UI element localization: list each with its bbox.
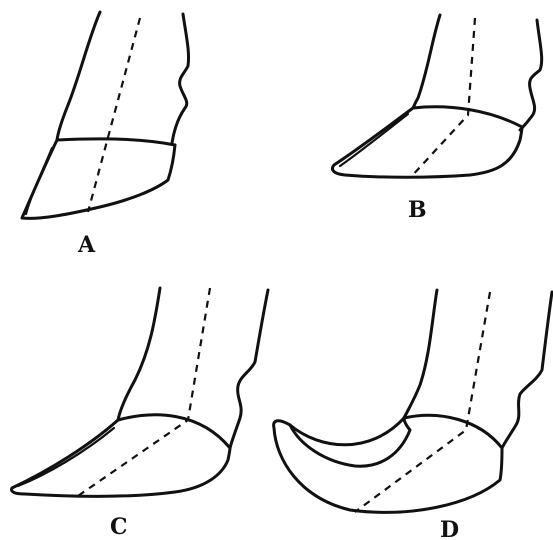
panel-c-pastern-back <box>230 290 268 448</box>
panel-c-hoof-wall <box>12 420 230 496</box>
panel-b-hoof-wall <box>332 108 522 177</box>
panel-c-label: C <box>110 514 128 540</box>
panel-d-coronary-band <box>404 415 502 448</box>
panel-a-hoof-wall-inner <box>26 148 52 214</box>
panel-b-hoof-wall-inner <box>340 114 408 166</box>
panel-a-pastern-back <box>172 14 189 143</box>
panel-a-label: A <box>77 232 96 258</box>
panel-d-hoof-wall <box>274 418 502 512</box>
panel-b-pastern-back <box>520 20 542 130</box>
panel-d-toe-curl <box>290 418 410 466</box>
panel-b-label: B <box>408 197 427 223</box>
panel-b-pastern-axis <box>410 18 475 178</box>
panel-c-pastern-axis <box>75 288 210 498</box>
panel-b-pastern-front <box>413 15 440 108</box>
panel-a-coronary-band <box>57 139 175 145</box>
panel-d-pastern-axis <box>355 292 490 512</box>
panel-a: A <box>22 12 189 258</box>
panel-a-pastern-axis <box>88 18 140 212</box>
panel-c-pastern-front <box>118 288 160 420</box>
panel-b: B <box>332 15 541 223</box>
panel-a-hoof-wall <box>22 140 175 218</box>
panel-d-pastern-front <box>404 290 437 418</box>
panel-c: C <box>12 288 268 540</box>
panel-a-pastern-front <box>57 12 100 140</box>
panel-d-pastern-back <box>502 292 552 448</box>
panel-d-label: D <box>440 517 459 540</box>
panel-d: D <box>274 290 552 540</box>
panel-c-coronary-band <box>118 415 230 448</box>
